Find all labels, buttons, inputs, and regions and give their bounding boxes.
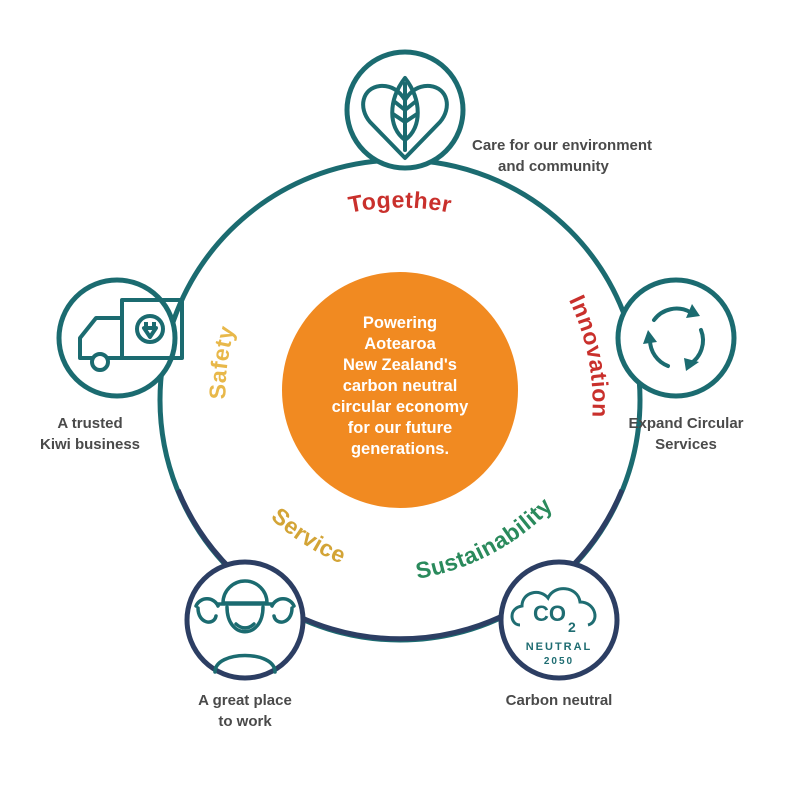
- workers-icon: [194, 579, 296, 674]
- center-line: Aotearoa: [364, 335, 436, 353]
- node-work: A great place to work: [184, 559, 306, 730]
- center-line: for our future: [348, 419, 453, 437]
- node-circular: Expand Circular Services: [615, 277, 744, 453]
- value-safety: Safety: [204, 323, 239, 400]
- node-label: Kiwi business: [40, 436, 140, 453]
- co2-text: CO: [533, 601, 566, 626]
- node-kiwi: A trusted Kiwi business: [40, 277, 184, 453]
- center-line: generations.: [351, 440, 449, 458]
- co2-cloud-icon: CO 2 NEUTRAL 2050: [510, 587, 597, 667]
- value-innovation: Innovation: [564, 291, 614, 418]
- center-circle: [282, 272, 518, 508]
- center-line: carbon neutral: [343, 377, 458, 395]
- node-carbon: CO 2 NEUTRAL 2050 Carbon neutral: [498, 559, 620, 709]
- node-label: Services: [655, 436, 717, 453]
- node-environment: Care for our environment and community: [344, 49, 652, 175]
- electric-truck-icon: [78, 298, 184, 372]
- leaf-heart-icon: [361, 76, 449, 160]
- recycle-arrowheads: [643, 304, 700, 371]
- node-label: and community: [498, 158, 610, 175]
- co2-subscript: 2: [568, 619, 576, 635]
- node-label: A trusted: [57, 415, 122, 432]
- node-label: Expand Circular: [628, 415, 743, 432]
- node-label: Carbon neutral: [506, 692, 613, 709]
- center-statement: Powering Aotearoa New Zealand's carbon n…: [332, 314, 469, 458]
- node-label: A great place: [198, 692, 292, 709]
- neutral-text: NEUTRAL: [526, 641, 593, 653]
- center-line: New Zealand's: [343, 356, 457, 374]
- node-label: to work: [218, 713, 272, 730]
- value-together: Together: [346, 187, 454, 218]
- node-label: Care for our environment: [472, 137, 652, 154]
- year-text: 2050: [544, 656, 574, 667]
- center-line: circular economy: [332, 398, 469, 416]
- center-line: Powering: [363, 314, 437, 332]
- value-service: Service: [267, 502, 350, 568]
